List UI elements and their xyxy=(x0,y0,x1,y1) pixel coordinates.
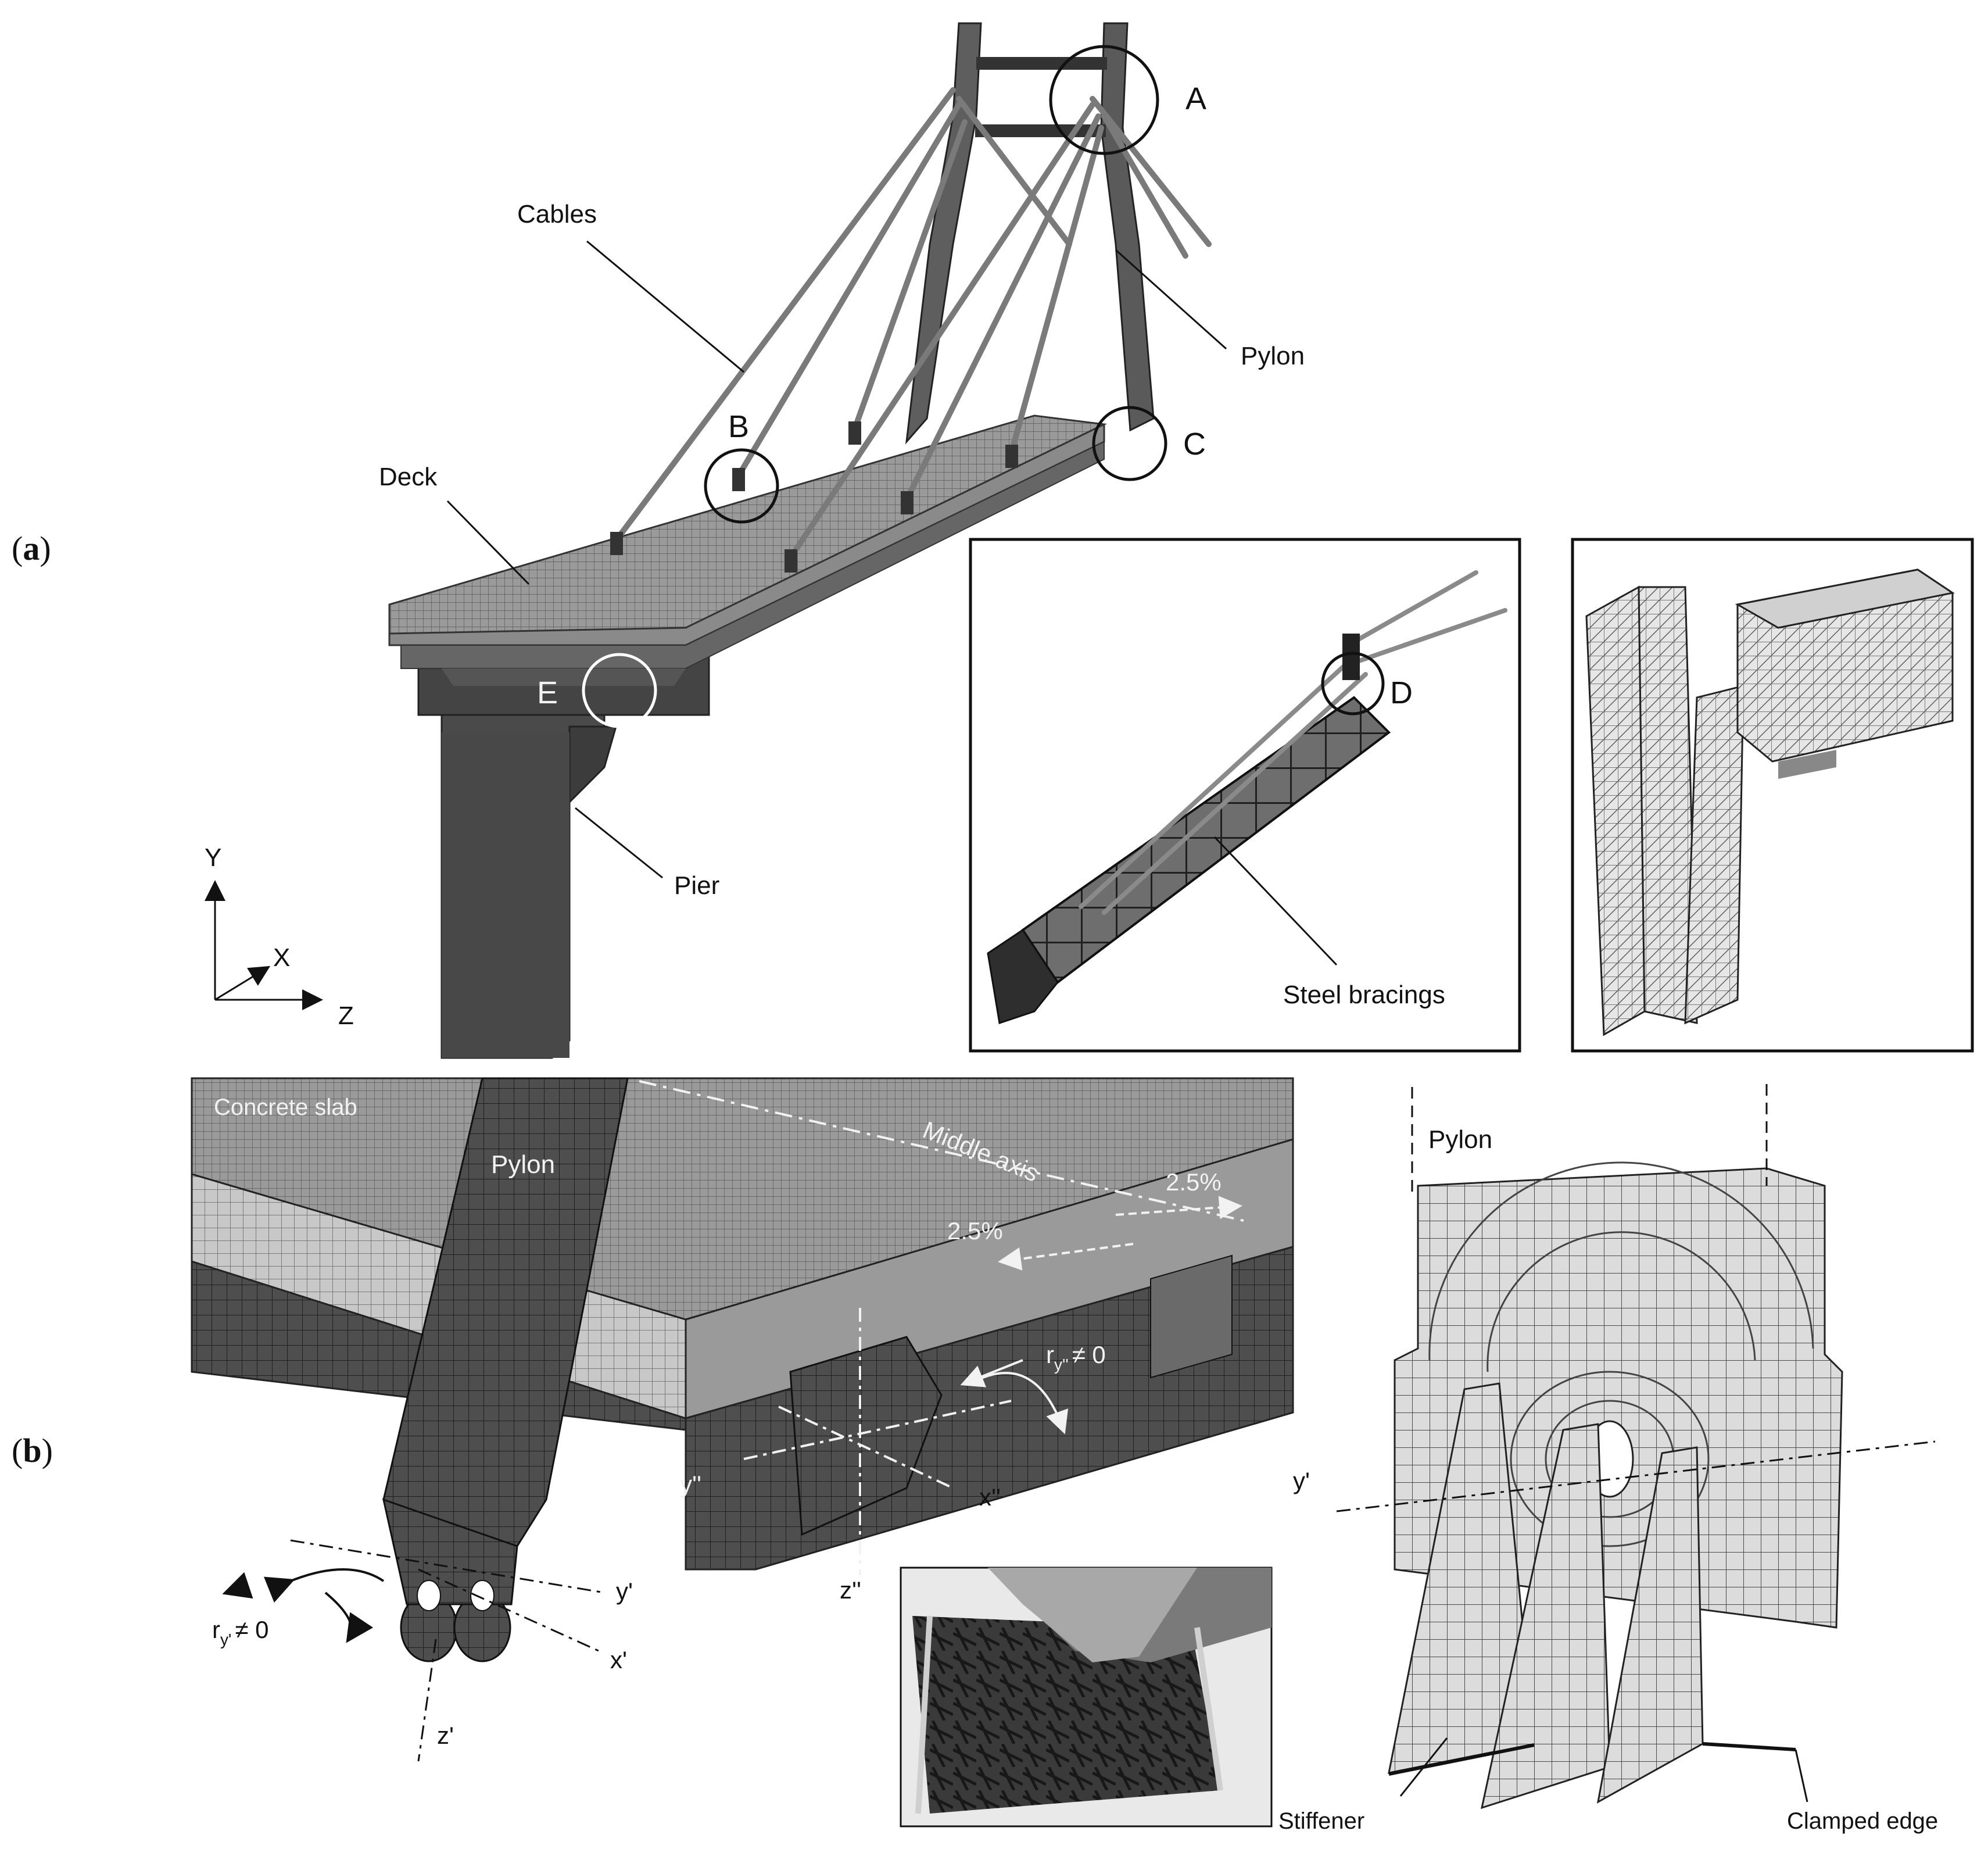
svg-text:ry'≠ 0: ry'≠ 0 xyxy=(212,1616,268,1648)
svg-text:X: X xyxy=(273,943,290,972)
pier xyxy=(417,650,710,1059)
svg-text:Stiffener: Stiffener xyxy=(1278,1808,1364,1834)
pier-label: Pier xyxy=(575,807,719,900)
svg-text:Steel bracings: Steel bracings xyxy=(1283,981,1445,1009)
detail-circle-d: D xyxy=(1321,652,1413,716)
svg-text:Z: Z xyxy=(338,1002,354,1030)
pylon-crossbeams xyxy=(975,57,1107,137)
pylon-base-axes: y' x' z' xyxy=(290,1539,633,1762)
svg-text:(a): (a) xyxy=(12,530,51,567)
svg-text:2.5%: 2.5% xyxy=(947,1217,1003,1244)
detail-circle-c: C xyxy=(1092,406,1206,481)
svg-text:y'': y'' xyxy=(680,1471,701,1498)
joint-axes-double-prime: y'' x'' z'' xyxy=(680,1308,1012,1604)
cables-label: Cables xyxy=(517,200,744,373)
pylon-right-leg xyxy=(1100,22,1155,432)
svg-text:Pylon: Pylon xyxy=(1241,342,1305,370)
svg-text:y': y' xyxy=(616,1578,633,1605)
svg-text:E: E xyxy=(537,675,558,710)
svg-text:z'': z'' xyxy=(840,1576,861,1604)
pylon-meshed: Pylon xyxy=(382,1077,629,1662)
inset-steel-bracings: D Steel bracings xyxy=(969,538,1521,1053)
svg-text:x': x' xyxy=(610,1646,627,1673)
clamped-edge-label: Clamped edge xyxy=(1787,1749,1938,1834)
svg-text:D: D xyxy=(1390,675,1413,710)
svg-text:y': y' xyxy=(1293,1467,1310,1494)
steel-bracings-label: Steel bracings xyxy=(1213,836,1445,1009)
rotation-r-yp: ry'≠ 0 xyxy=(212,1568,385,1648)
inset-mesh-connection xyxy=(1571,538,1974,1053)
pylon-label: Pylon xyxy=(1115,249,1305,370)
slope-right: 2.5% xyxy=(1115,1168,1242,1219)
pylon-label-b: Pylon xyxy=(491,1150,555,1179)
slope-left: 2.5% xyxy=(947,1217,1134,1271)
detail-circle-e: E xyxy=(537,653,657,728)
plate-model xyxy=(1388,1161,1843,1809)
pylon-label-right: Pylon xyxy=(1428,1125,1492,1154)
svg-text:z': z' xyxy=(437,1722,454,1749)
cable-anchors xyxy=(610,421,1018,573)
detail-circle-a: A xyxy=(1049,45,1206,155)
detail-circle-b: B xyxy=(704,409,779,524)
svg-text:ry''≠ 0: ry''≠ 0 xyxy=(1046,1341,1106,1374)
panel-b-tag: (b) xyxy=(12,1432,53,1469)
cables xyxy=(613,87,1212,561)
deck-label: Deck xyxy=(379,463,530,585)
svg-text:Clamped edge: Clamped edge xyxy=(1787,1808,1938,1834)
concrete-slab-label: Concrete slab xyxy=(214,1095,357,1120)
plate-pylon-guides: Pylon xyxy=(1411,1084,1768,1192)
panel-a-tag: (a) xyxy=(12,530,51,567)
svg-text:Y: Y xyxy=(205,843,221,872)
svg-text:Deck: Deck xyxy=(379,463,438,491)
svg-text:x'': x'' xyxy=(979,1483,1001,1511)
svg-text:(b): (b) xyxy=(12,1432,53,1469)
svg-text:2.5%: 2.5% xyxy=(1166,1168,1222,1196)
concrete-slab-model: Concrete slab xyxy=(191,1077,1294,1571)
axis-triad: Y X Z xyxy=(205,843,354,1030)
svg-text:A: A xyxy=(1185,81,1206,116)
svg-text:Cables: Cables xyxy=(517,200,597,228)
rotation-r-ydd: ry''≠ 0 xyxy=(960,1341,1106,1435)
plate-y-axis: y' xyxy=(1293,1440,1936,1512)
svg-text:C: C xyxy=(1183,427,1206,462)
site-photo xyxy=(900,1567,1273,1827)
stiffener-label: Stiffener xyxy=(1278,1737,1448,1834)
svg-text:Pier: Pier xyxy=(674,871,719,900)
svg-text:B: B xyxy=(728,409,749,444)
deck xyxy=(388,414,1108,686)
